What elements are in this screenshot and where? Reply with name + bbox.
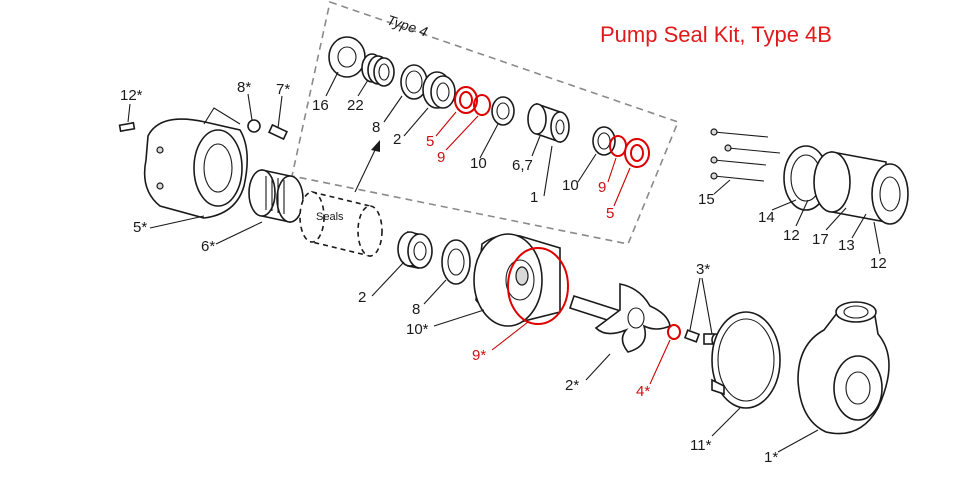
part-8-washer (441, 239, 471, 285)
label-6s: 6* (201, 238, 215, 255)
label-4s: 4* (636, 383, 650, 400)
part-2-seal-face (422, 71, 456, 109)
part-2-impeller-shaft (568, 283, 671, 353)
label-11s: 11* (690, 437, 712, 454)
part-10-retainer-a (491, 96, 515, 126)
label-1s: 1* (764, 449, 778, 466)
part-6-bearing (248, 169, 304, 223)
part-22-spring (361, 53, 395, 87)
label-2s: 2* (565, 377, 579, 394)
label-9b: 9 (598, 179, 606, 196)
part-5-seal-highlight-a (454, 86, 478, 114)
part-15-studs (710, 128, 781, 182)
seals-arrow (354, 147, 377, 193)
label-10s: 10* (406, 321, 429, 338)
label-10b: 10 (562, 177, 579, 194)
label-2: 2 (393, 131, 401, 148)
label-2-seal: 2 (358, 289, 366, 306)
part-9-large-oring-highlight (507, 247, 569, 325)
label-8s: 8* (237, 79, 251, 96)
label-12s: 12* (120, 87, 143, 104)
label-10a: 10 (470, 155, 487, 172)
part-1-casing (797, 301, 890, 435)
diagram-title: Pump Seal Kit, Type 4B (600, 22, 832, 47)
part-16-washer (328, 36, 366, 78)
part-4-oring-highlight (667, 324, 681, 340)
label-9a: 9 (437, 149, 445, 166)
part-8-nut (247, 119, 261, 133)
part-5-seal-highlight-b (624, 138, 650, 168)
label-17: 17 (812, 231, 829, 248)
part-12-pin (118, 121, 136, 133)
label-1: 1 (530, 189, 538, 206)
part-13-housing (813, 151, 909, 225)
label-8-washer: 8 (412, 301, 420, 318)
label-5s: 5* (133, 219, 147, 236)
seals-cylinder: Seals (299, 190, 383, 258)
label-3s: 3* (696, 261, 710, 278)
part-10-backplate (473, 233, 561, 327)
label-12b: 12 (870, 255, 887, 272)
part-2-seal (397, 231, 433, 269)
seals-label: Seals (316, 211, 344, 223)
label-16: 16 (312, 97, 329, 114)
label-13: 13 (838, 237, 855, 254)
label-5a: 5 (426, 133, 434, 150)
label-6-7: 6,7 (512, 157, 533, 174)
part-7-bolt (267, 123, 289, 141)
seals-arrow-head (371, 140, 380, 152)
type4-group-label: Type 4 (385, 12, 430, 40)
part-6-7-seal-head (527, 102, 570, 144)
label-14: 14 (758, 209, 775, 226)
part-11-clamp (711, 311, 781, 409)
label-5b: 5 (606, 205, 614, 222)
label-9s: 9* (472, 347, 486, 364)
label-8: 8 (372, 119, 380, 136)
label-22: 22 (347, 97, 364, 114)
label-7s: 7* (276, 81, 290, 98)
label-12a: 12 (783, 227, 800, 244)
label-15: 15 (698, 191, 715, 208)
part-9-oring-highlight-a (473, 94, 491, 116)
type4-group-box (291, 0, 680, 245)
part-5-frame-adapter (143, 107, 248, 219)
